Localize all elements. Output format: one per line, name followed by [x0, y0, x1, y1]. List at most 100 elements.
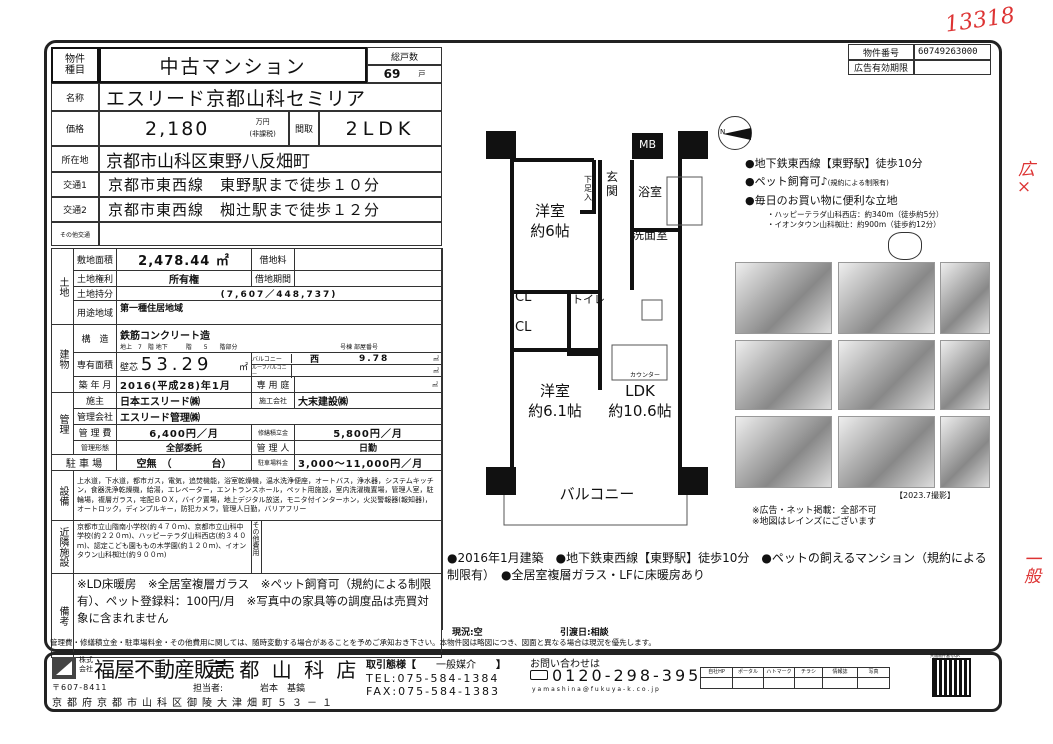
transaction-type: 取引態様【一般媒介】 [366, 660, 506, 671]
other-fees: その他費用 [251, 520, 442, 574]
branch-name: 京 都 山 科 店 [207, 658, 360, 682]
footer [44, 652, 1002, 712]
site-area: 2,478.44 ㎡ [116, 248, 253, 271]
closet1-label: CL [515, 290, 532, 305]
parking-fee-label: 駐車場料金 [251, 454, 296, 471]
mgmt-company: エスリード管理㈱ [116, 408, 442, 425]
toilet-label: トイレ [572, 293, 605, 306]
postal-code: 〒607-8411 [52, 683, 108, 692]
manager: 日勤 [294, 440, 442, 455]
email[interactable]: yamashina@fukuya-k.co.jp [532, 686, 661, 693]
company-address: 京都府京都市山科区御陵大津畑町５３－１ [52, 698, 337, 709]
staff-name: 岩本 基鎬 [260, 684, 306, 694]
parking-status: 空無 （ 台） [116, 454, 253, 471]
photo-bath [735, 340, 832, 410]
structure: 鉄筋コンクリート造地上 7 階 地下 階 5 階部分号棟 部屋番号 [116, 324, 442, 353]
builder-label: 施工会社 [251, 392, 296, 409]
handwritten-note: 広× [1014, 160, 1034, 197]
lease-term [294, 270, 442, 287]
reserve-label: 修繕積立金 [251, 424, 296, 441]
land-rights-label: 土地権利 [72, 270, 118, 287]
current-status: 現況:空 [452, 628, 483, 638]
built-label: 築 年 月 [72, 376, 118, 393]
floor-area: 壁芯 53.29 ㎡ [116, 352, 253, 377]
garden-label: 専 用 庭 [251, 376, 296, 393]
freedial-number[interactable]: 0120-298-395 [552, 666, 702, 685]
highlights: ●地下鉄東西線【東野駅】徒歩10分 ●ペット飼育可♪(規約による制限有) ●毎日… [745, 155, 943, 230]
media-table: 自社HP ポータル ハトマーク チラシ 情報誌 写真 [700, 667, 890, 689]
site-area-label: 敷地面積 [72, 248, 118, 271]
manager-label: 管 理 人 [251, 440, 296, 455]
company-logo [52, 657, 76, 679]
type-label: 物件種目 [51, 47, 99, 83]
reserve-fee: 5,800円／月 [294, 424, 442, 441]
inquiry-label: お問い合わせは [530, 659, 600, 670]
land-rent-label: 借地料 [251, 248, 296, 271]
parking-label: 駐 車 場 [50, 454, 118, 471]
divider [442, 248, 443, 630]
property-number-label: 物件番号 [848, 44, 914, 60]
units-label: 総戸数 [367, 47, 442, 65]
access2-label: 交通2 [51, 197, 99, 222]
remarks: ※LD床暖房 ※全居室複層ガラス ※ペット飼育可（規約による制限有）、ペット登録… [73, 573, 442, 658]
fax: FAX:075-584-1383 [366, 685, 501, 698]
photo-kitchen [735, 262, 832, 334]
land-share: (7,607／448,737) [116, 286, 442, 301]
photo-ldk [838, 416, 935, 488]
building-section: 建物 [51, 324, 74, 393]
disclaimer: 管理費・修繕積立金・駐車場料金・その他費用に関しては、随時変動する場合があること… [50, 638, 656, 647]
nearby: 京都市立山階南小学校(約４７０ｍ)、京都市立山科中学校(約２２０ｍ)、ハッピーテ… [72, 520, 253, 574]
bedroom1-label: 洋室約6帖 [530, 202, 570, 240]
handover-date: 引渡日:相談 [560, 628, 609, 638]
photo-room [838, 262, 935, 334]
nearby-label: 近隣施設 [51, 520, 74, 574]
closet2-label: CL [515, 320, 532, 335]
handwritten-number: 13318 [943, 3, 1017, 38]
address-value: 京都市山科区東野八反畑町 [99, 146, 442, 172]
builder: 大末建設㈱ [294, 392, 442, 409]
entrance-label: 玄関 [606, 170, 619, 198]
photo-bedroom [735, 416, 832, 488]
tel[interactable]: TEL:075-584-1384 [366, 672, 500, 685]
layout-label: 間取 [289, 111, 319, 146]
access1-label: 交通1 [51, 172, 99, 197]
notes: ※広告・ネット掲載：全部不可※地図はレインズにございます [752, 506, 877, 527]
lease-term-label: 借地期間 [251, 270, 296, 287]
other-access-label: その他交通 [51, 222, 99, 246]
structure-label: 構 造 [72, 324, 118, 353]
mgmt-form-label: 管理形態 [72, 440, 118, 455]
developer-label: 施主 [72, 392, 118, 409]
access1-value: 京都市東西線 東野駅まで徒歩１０分 [99, 172, 442, 197]
mb-label: MB [632, 135, 663, 155]
mgmt-fee: 6,400円／月 [116, 424, 253, 441]
land-rent [294, 248, 442, 271]
qr-label: 共通物件番号QR [930, 653, 960, 658]
layout-value: 2LDK [319, 111, 442, 146]
photo-caption: 【2023.7撮影】 [895, 491, 955, 500]
main-frame [44, 40, 1002, 652]
shoe-closet-label: 下足入 [584, 175, 592, 202]
ad-expiry [914, 60, 991, 75]
land-section: 土地 [51, 248, 74, 325]
access2-value: 京都市東西線 椥辻駅まで徒歩１２分 [99, 197, 442, 222]
washroom-label: 洗面室 [632, 228, 669, 242]
equipment: 上水道，下水道，都市ガス，電気，追焚機能，浴室乾燥機，温水洗浄便座，オートバス，… [73, 470, 442, 521]
mgmt-company-label: 管理会社 [72, 408, 118, 425]
highlight-item: ●地下鉄東西線【東野駅】徒歩10分 [745, 157, 923, 170]
highlight-item: ●ペット飼育可♪(規約による制限有) [745, 175, 889, 188]
type-value: 中古マンション [99, 47, 367, 83]
address-label: 所在地 [51, 146, 99, 172]
staff-label: 担当者: [193, 684, 224, 694]
photo-entrance [940, 416, 990, 488]
feature-summary: ●2016年1月建築 ●地下鉄東西線【東野駅】徒歩10分 ●ペットの飼えるマンシ… [447, 551, 987, 582]
price-label: 価格 [51, 111, 99, 146]
compass-icon: N [718, 116, 752, 150]
mgmt-form: 全部委託 [116, 440, 253, 455]
built-date: 2016(平成28)年1月 [116, 376, 253, 393]
floor-plan: MB 下足入 玄関 浴室 洗面室 洋室約6帖 CL CL トイレ カウンター 洋… [482, 130, 712, 530]
photo-toilet [940, 340, 990, 410]
mgmt-fee-label: 管 理 費 [72, 424, 118, 441]
